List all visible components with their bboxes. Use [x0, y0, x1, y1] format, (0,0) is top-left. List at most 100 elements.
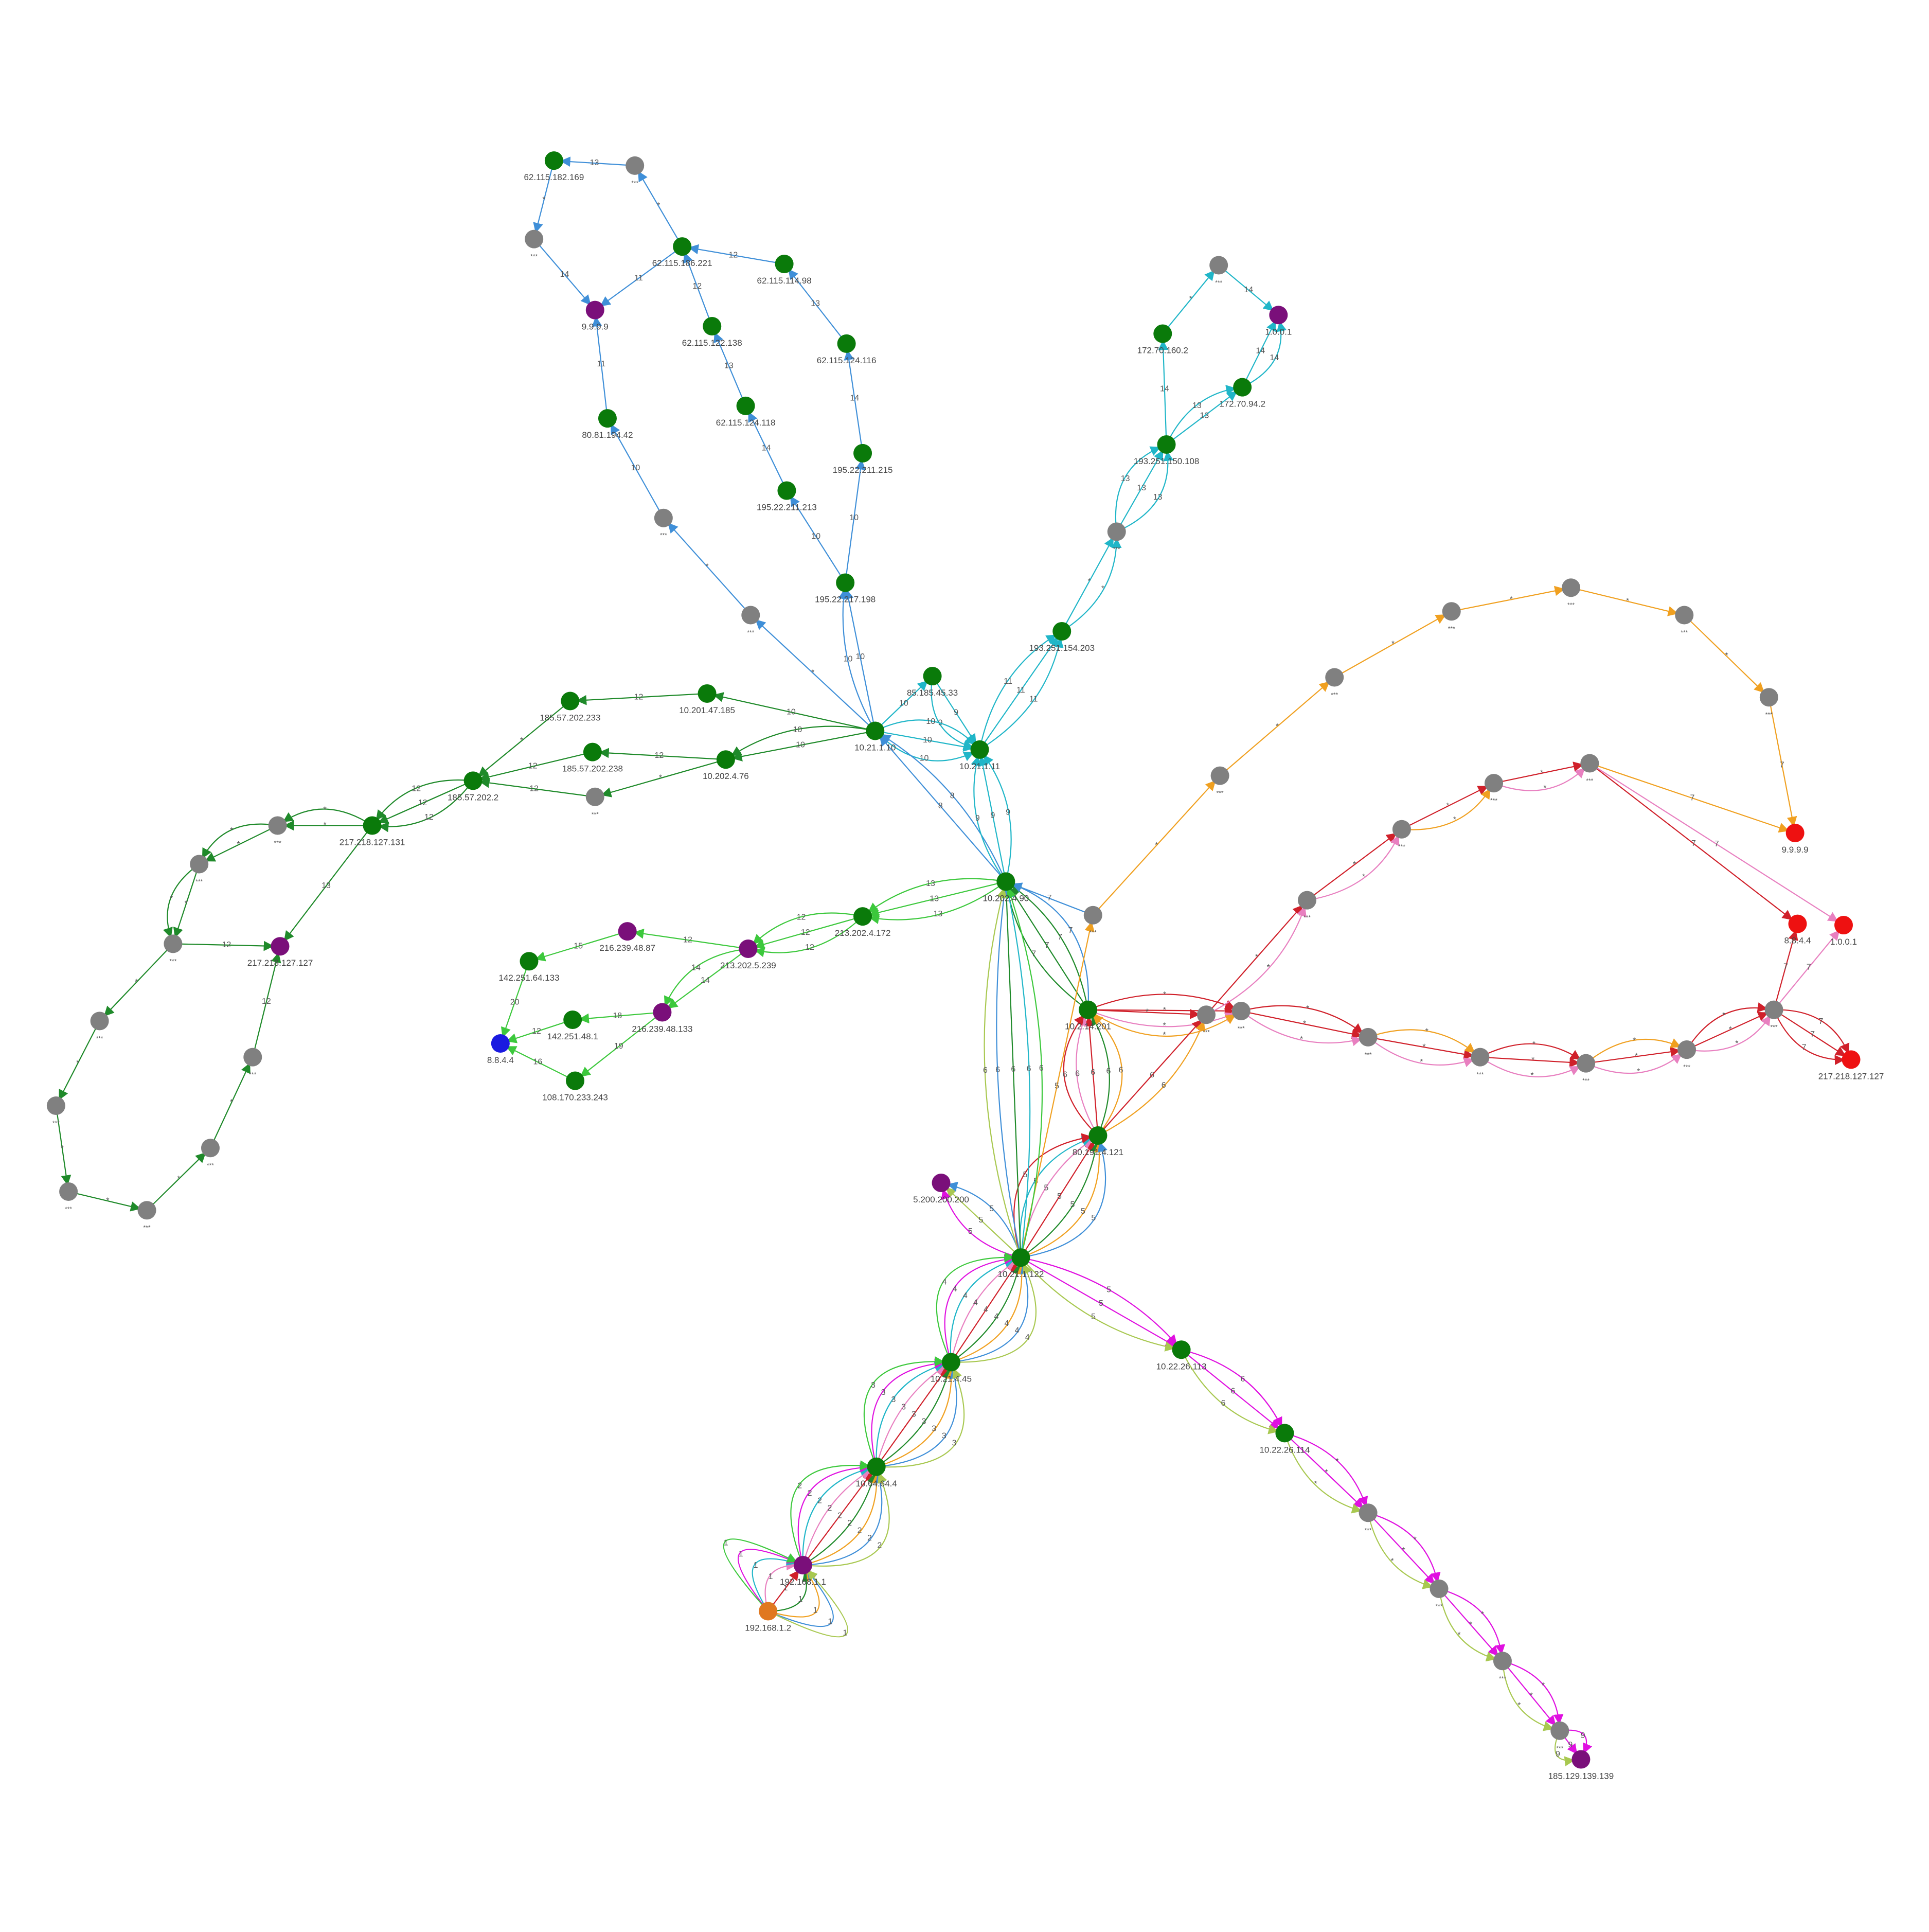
node-s24[interactable]: *** [1231, 1002, 1251, 1032]
node-marker[interactable] [1493, 1652, 1512, 1671]
node-n_9999b[interactable]: 9.9.9.9 [1782, 823, 1809, 855]
node-marker[interactable] [1785, 823, 1805, 842]
node-marker[interactable] [563, 1010, 582, 1029]
node-marker[interactable] [1157, 435, 1176, 454]
node-marker[interactable] [703, 317, 722, 336]
node-n_9999a[interactable]: 9.9.9.9 [582, 300, 609, 332]
node-marker[interactable] [1675, 606, 1694, 625]
node-marker[interactable] [716, 750, 735, 769]
node-n_195_198[interactable]: 195.22.217.198 [815, 573, 876, 605]
node-n_195_213[interactable]: 195.22.211.213 [757, 481, 817, 512]
node-marker[interactable] [837, 334, 856, 353]
node-n_217_127p[interactable]: 217.218.127.127 [247, 937, 313, 968]
node-marker[interactable] [561, 692, 580, 711]
node-marker[interactable] [1577, 1054, 1596, 1073]
node-marker[interactable] [1275, 1424, 1294, 1443]
node-marker[interactable] [853, 907, 872, 926]
node-marker[interactable] [1392, 820, 1411, 839]
node-marker[interactable] [1088, 1126, 1108, 1145]
node-n_172_2[interactable]: 172.70.160.2 [1137, 324, 1188, 356]
node-s32[interactable]: *** [1392, 820, 1411, 850]
node-marker[interactable] [243, 1048, 262, 1067]
node-s10[interactable]: *** [164, 934, 183, 965]
node-n_5_200[interactable]: 5.200.200.200 [913, 1174, 969, 1204]
node-s37[interactable]: *** [1493, 1652, 1512, 1682]
node-n_10_2_201[interactable]: 10.2.14.201 [1065, 1000, 1111, 1032]
node-s34[interactable]: *** [1580, 754, 1599, 784]
node-s19[interactable]: *** [1325, 668, 1344, 698]
node-s25[interactable]: *** [1359, 1027, 1378, 1058]
node-marker[interactable] [90, 1012, 109, 1031]
node-marker[interactable] [1079, 1000, 1098, 1019]
node-s4[interactable]: *** [741, 606, 760, 636]
node-s22[interactable]: *** [1675, 606, 1694, 636]
node-n_185_233[interactable]: 185.57.202.233 [540, 692, 600, 722]
node-marker[interactable] [775, 255, 794, 274]
node-s33[interactable]: *** [1485, 774, 1503, 804]
node-marker[interactable] [1485, 774, 1503, 793]
node-s17[interactable]: *** [1083, 906, 1102, 936]
node-n_216_133[interactable]: 216.239.48.133 [632, 1003, 693, 1034]
node-n_10_main[interactable]: 10.21.1.122 [997, 1248, 1044, 1279]
node-marker[interactable] [46, 1096, 65, 1115]
node-n_src[interactable]: 192.168.1.2 [745, 1602, 791, 1633]
node-marker[interactable] [626, 156, 645, 175]
node-marker[interactable] [583, 742, 602, 761]
node-marker[interactable] [1011, 1248, 1030, 1267]
node-marker[interactable] [698, 684, 717, 703]
node-marker[interactable] [544, 151, 563, 170]
node-s30[interactable]: *** [1196, 1005, 1216, 1036]
node-n_80_42[interactable]: 80.81.194.42 [582, 409, 633, 440]
node-marker[interactable] [1298, 891, 1316, 910]
node-marker[interactable] [566, 1071, 585, 1090]
node-s21[interactable]: *** [1562, 578, 1581, 609]
node-marker[interactable] [1764, 1000, 1783, 1019]
node-marker[interactable] [970, 740, 989, 759]
node-n_62_116[interactable]: 62.115.124.116 [817, 334, 877, 365]
node-marker[interactable] [1430, 1579, 1449, 1598]
node-marker[interactable] [1209, 256, 1228, 275]
node-n_10_201_185[interactable]: 10.201.47.185 [679, 684, 735, 715]
node-n_10_21_b[interactable]: 10.21.1.11 [959, 740, 1000, 771]
node-marker[interactable] [1442, 602, 1461, 621]
node-marker[interactable] [653, 1003, 672, 1022]
node-marker[interactable] [777, 481, 796, 500]
node-n_10_22_114[interactable]: 10.22.26.114 [1259, 1424, 1310, 1455]
node-n_213_172[interactable]: 213.202.4.172 [835, 907, 891, 938]
node-s11[interactable]: *** [90, 1012, 109, 1042]
node-n_8888[interactable]: 8.8.4.4 [487, 1034, 514, 1065]
node-n_85_33[interactable]: 85.185.45.33 [907, 667, 958, 698]
node-s3[interactable]: *** [654, 508, 673, 539]
node-marker[interactable] [1842, 1050, 1861, 1069]
node-marker[interactable] [1677, 1040, 1696, 1059]
node-n_gw[interactable]: 192.168.1.1 [780, 1555, 826, 1587]
node-n_62_221[interactable]: 62.115.186.221 [652, 237, 712, 268]
node-marker[interactable] [59, 1182, 78, 1201]
node-marker[interactable] [793, 1555, 812, 1574]
node-marker[interactable] [598, 409, 617, 428]
node-s7[interactable]: *** [585, 787, 604, 818]
node-marker[interactable] [654, 508, 673, 527]
node-n_10_45[interactable]: 10.21.4.45 [931, 1353, 972, 1384]
node-s9[interactable]: *** [190, 855, 209, 885]
node-marker[interactable] [585, 787, 604, 806]
node-n_10_202_hub[interactable]: 10.202.4.90 [983, 872, 1029, 903]
node-n_10_202_76[interactable]: 10.202.4.76 [703, 750, 749, 781]
node-n_8844[interactable]: 8.8.4.4 [1784, 914, 1811, 946]
node-n_80_121[interactable]: 80.191.4.121 [1073, 1126, 1123, 1157]
node-n_1010[interactable]: 1.0.0.1 [1830, 916, 1857, 947]
node-marker[interactable] [1471, 1048, 1490, 1067]
node-marker[interactable] [463, 771, 483, 790]
node-marker[interactable] [932, 1174, 951, 1192]
node-marker[interactable] [853, 444, 872, 463]
node-marker[interactable] [741, 606, 760, 625]
node-n_10_21_a[interactable]: 10.21.1.10 [854, 721, 896, 753]
node-n_217_131[interactable]: 217.218.127.131 [340, 816, 405, 847]
node-marker[interactable] [1083, 906, 1102, 925]
node-marker[interactable] [1580, 754, 1599, 773]
node-s27[interactable]: *** [1577, 1054, 1596, 1085]
node-s12[interactable]: *** [46, 1096, 65, 1127]
node-marker[interactable] [271, 937, 290, 956]
node-s35[interactable]: *** [1359, 1503, 1378, 1534]
node-marker[interactable] [673, 237, 692, 256]
